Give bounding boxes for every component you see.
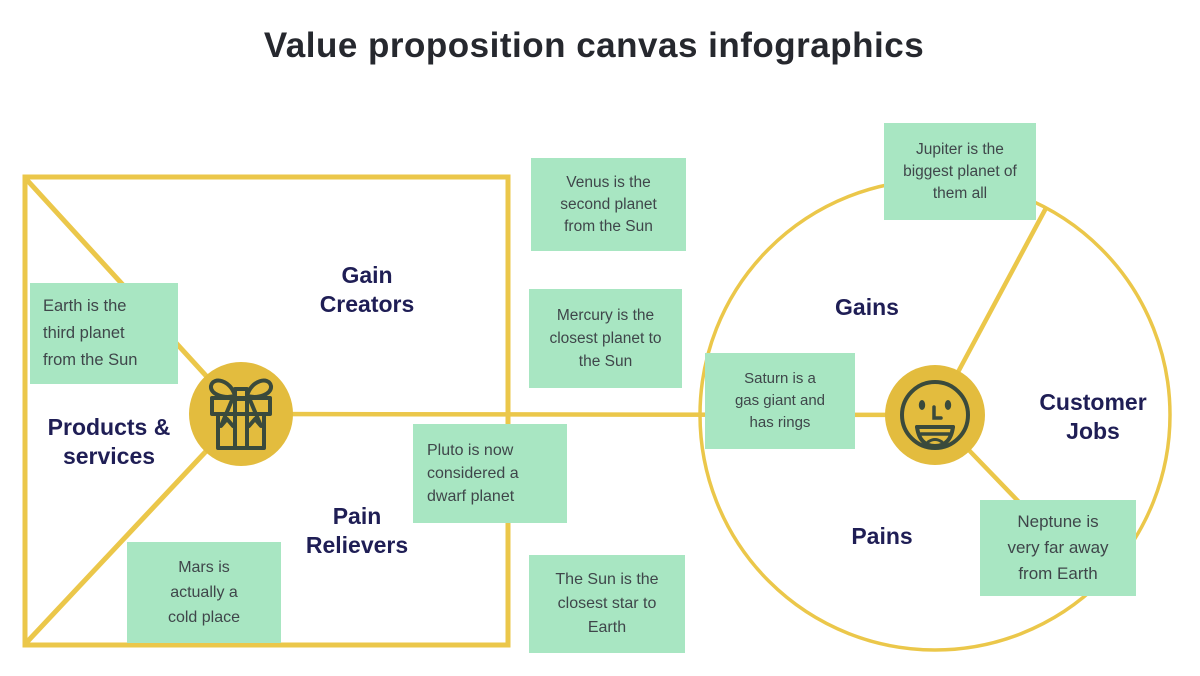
sticky-note-mars: Mars is actually a cold place [127,542,281,643]
connector-bottomleft-diagonal [25,412,243,644]
sticky-note-neptune: Neptune is very far away from Earth [980,500,1136,596]
pain-relievers-label: Pain Relievers [305,503,409,558]
sticky-note-venus: Venus is the second planet from the Sun [531,158,686,251]
page-title: Value proposition canvas infographics [263,26,925,65]
smiley-icon [900,380,970,450]
gift-icon [209,378,273,450]
sticky-note-jupiter: Jupiter is the biggest planet of them al… [884,123,1036,220]
gains-label: Gains [835,294,899,320]
gain-creators-label: Gain Creators [319,262,415,317]
sticky-note-pluto: Pluto is now considered a dwarf planet [413,424,567,523]
sticky-note-sun: The Sun is the closest star to Earth [529,555,685,653]
sticky-note-mercury: Mercury is the closest planet to the Sun [529,289,682,388]
sticky-note-earth: Earth is the third planet from the Sun [30,283,178,384]
customer-jobs-label: Customer Jobs [1039,389,1147,444]
products-services-label: Products & services [47,414,171,469]
sticky-note-saturn: Saturn is a gas giant and has rings [705,353,855,449]
pains-label: Pains [851,523,913,549]
value-map-square [22,174,511,648]
